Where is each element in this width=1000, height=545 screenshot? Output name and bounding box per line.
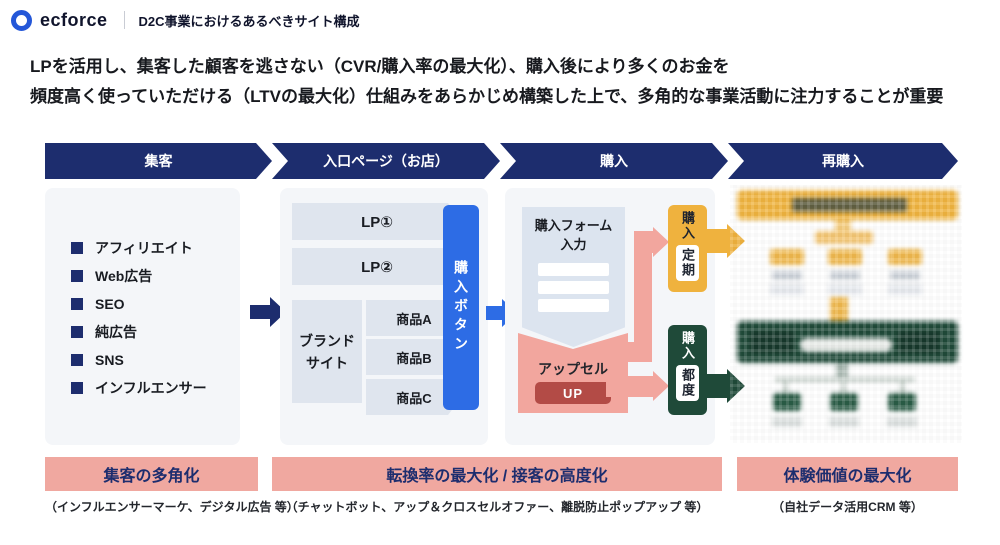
upsell-label: アップセル xyxy=(538,361,608,377)
redacted-node xyxy=(887,417,917,427)
redacted-node xyxy=(830,393,858,411)
outcome-banner-experience: 体験価値の最大化 xyxy=(737,457,958,491)
ecforce-logo-icon xyxy=(11,9,32,31)
redacted-node xyxy=(815,231,873,244)
redacted-connector xyxy=(841,381,846,393)
redacted-node xyxy=(890,271,920,280)
flow-arrow-head-icon xyxy=(727,369,745,403)
brand-wordmark: ecforce xyxy=(40,9,108,30)
page-title: D2C事業におけるあるべきサイト構成 xyxy=(138,13,360,29)
redacted-pill xyxy=(800,338,892,352)
stage-banner-repurchase: 再購入 xyxy=(728,143,958,179)
header-divider xyxy=(123,11,125,29)
redacted-node xyxy=(773,393,801,411)
bullet-square-icon xyxy=(71,242,83,254)
flow-arrow-icon xyxy=(606,376,654,397)
flow-arrow-head-icon xyxy=(653,227,669,257)
outcome-caption-acquisition: （インフルエンサーマーケ、デジタル広告 等） xyxy=(45,500,299,514)
lp2-box: LP② xyxy=(292,248,462,285)
flow-arrow-icon xyxy=(486,306,503,320)
redacted-node xyxy=(828,249,862,265)
form-field xyxy=(538,281,609,294)
list-item: 純広告 xyxy=(71,318,207,346)
lp1-box: LP① xyxy=(292,203,462,240)
onetime-purchase-badge: 購入 都度 xyxy=(668,325,707,415)
redacted-connector xyxy=(835,220,851,232)
flow-arrow-head-icon xyxy=(727,224,745,258)
bullet-square-icon xyxy=(71,326,83,338)
buy-button: 購入ボタン xyxy=(443,205,479,410)
redacted-connector xyxy=(783,381,788,393)
redacted-node xyxy=(770,284,804,295)
list-item: SNS xyxy=(71,346,207,374)
bullet-square-icon xyxy=(71,382,83,394)
outcome-banner-conversion: 転換率の最大化 / 接客の高度化 xyxy=(272,457,722,491)
outcome-caption-experience: （自社データ活用CRM 等） xyxy=(772,500,923,514)
redacted-connector xyxy=(830,297,848,323)
headline-line-1: LPを活用し、集客した顧客を逃さない（CVR/購入率の最大化）、購入後により多く… xyxy=(30,57,730,76)
repurchase-redacted-area xyxy=(730,185,962,443)
flow-arrow-head-icon xyxy=(653,371,669,401)
redacted-shapes xyxy=(730,185,962,443)
flow-arrow-icon xyxy=(707,374,728,398)
redacted-text-smudge xyxy=(898,331,940,353)
redacted-text-smudge xyxy=(750,331,794,353)
redacted-connector xyxy=(836,363,848,377)
stage-banner-acquisition: 集客 xyxy=(45,143,272,179)
flow-arrow-icon xyxy=(634,231,654,253)
flow-arrow-shaft xyxy=(634,232,652,362)
redacted-connector xyxy=(775,377,915,382)
list-item: アフィリエイト xyxy=(71,234,207,262)
bullet-square-icon xyxy=(71,298,83,310)
redacted-node xyxy=(772,417,802,427)
up-button: UP xyxy=(535,382,611,404)
list-item: SEO xyxy=(71,290,207,318)
redacted-node xyxy=(830,271,860,280)
flow-arrow-icon xyxy=(250,305,271,319)
bullet-square-icon xyxy=(71,354,83,366)
acquisition-channel-list: アフィリエイト Web広告 SEO 純広告 SNS インフルエンサー xyxy=(71,234,207,402)
redacted-node xyxy=(772,271,802,280)
form-field xyxy=(538,299,609,312)
acquisition-panel: アフィリエイト Web広告 SEO 純広告 SNS インフルエンサー xyxy=(45,188,240,445)
form-field xyxy=(538,263,609,276)
outcome-banner-acquisition: 集客の多角化 xyxy=(45,457,258,491)
redacted-text-smudge xyxy=(792,198,907,212)
entry-page-panel: LP① LP② ブランドサイト 商品A 商品B 商品C 購入ボタン xyxy=(280,188,488,445)
redacted-node xyxy=(770,249,804,265)
redacted-connector xyxy=(900,381,905,393)
stage-banner-purchase: 購入 xyxy=(500,143,728,179)
purchase-form-title: 購入フォーム入力 xyxy=(534,218,613,252)
headline-line-2: 頻度高く使っていただける（LTVの最大化）仕組みをあらかじめ構築した上で、多角的… xyxy=(30,87,944,106)
brand-site-box: ブランドサイト xyxy=(292,300,362,403)
headline: LPを活用し、集客した顧客を逃さない（CVR/購入率の最大化）、購入後により多く… xyxy=(30,52,943,112)
bullet-square-icon xyxy=(71,270,83,282)
redacted-node xyxy=(888,249,922,265)
list-item: Web広告 xyxy=(71,262,207,290)
redacted-node xyxy=(828,284,862,295)
list-item: インフルエンサー xyxy=(71,374,207,402)
stage-banner-entry-page: 入口ページ（お店） xyxy=(272,143,500,179)
redacted-node xyxy=(829,417,859,427)
purchase-form-box: 購入フォーム入力 xyxy=(522,207,625,347)
subscription-purchase-badge: 購入 定期 xyxy=(668,205,707,292)
redacted-node xyxy=(888,393,916,411)
header: ecforce D2C事業におけるあるべきサイト構成 xyxy=(0,0,1000,40)
flow-arrow-icon xyxy=(707,229,728,253)
outcome-caption-conversion: （チャットボット、アップ＆クロスセルオファー、離脱防止ポップアップ 等） xyxy=(285,500,709,514)
redacted-node xyxy=(888,284,922,295)
